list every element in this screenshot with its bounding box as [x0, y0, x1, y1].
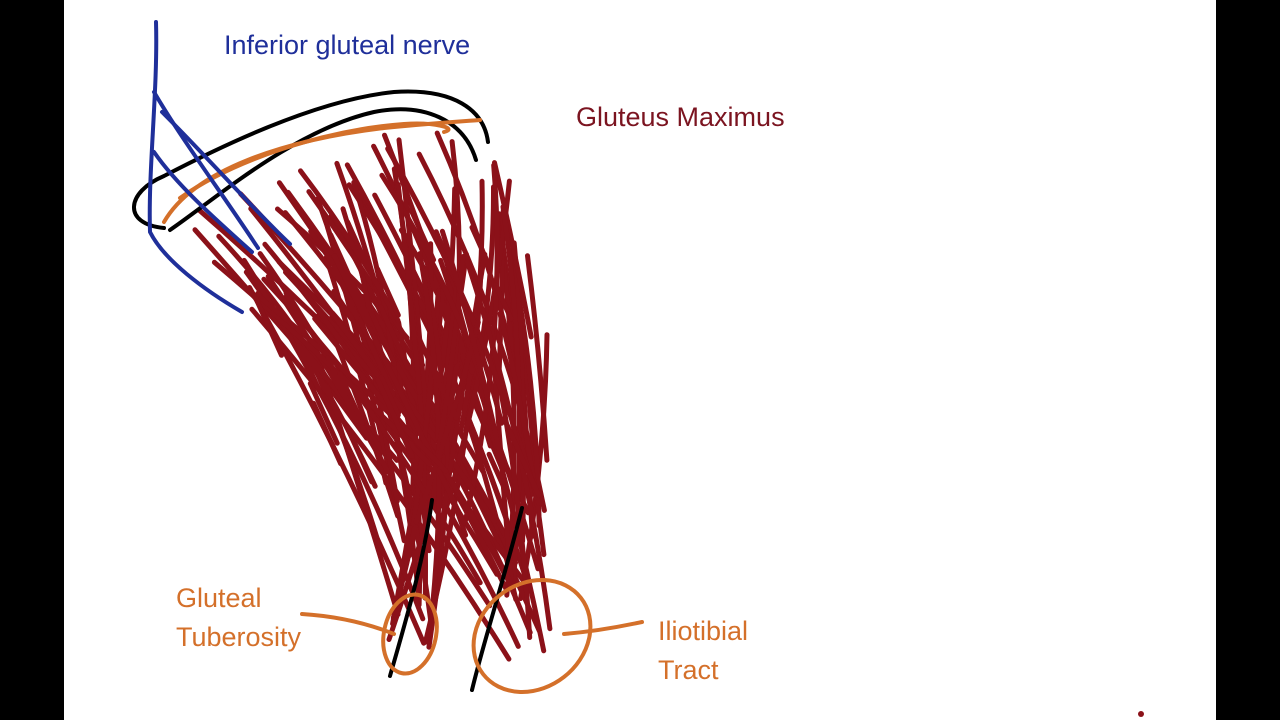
muscle-fiber	[469, 224, 493, 270]
muscle-fiber	[375, 377, 415, 459]
muscle-fiber	[378, 374, 401, 418]
iliotibial-tract-circle	[471, 577, 593, 695]
label-gluteal-tuberosity-line2: Tuberosity	[176, 622, 302, 652]
muscle-fiber	[307, 381, 340, 446]
muscle-fiber	[385, 146, 542, 506]
muscle-fiber	[248, 206, 422, 436]
label-iliotibial-tract-line1: Iliotibial	[658, 616, 749, 646]
muscle-fiber	[417, 337, 446, 395]
femur-line-right	[470, 506, 524, 692]
muscle-fiber	[328, 232, 374, 327]
iliac-crest-outline-inner	[168, 107, 478, 232]
nerve-branch-1	[152, 90, 260, 250]
muscle-fiber	[296, 343, 323, 396]
muscle-fiber	[413, 319, 481, 525]
muscle-fiber	[337, 371, 365, 426]
iliotibial-tract-pointer	[562, 620, 644, 636]
pen-dot	[1138, 711, 1144, 717]
iliac-crest-outline	[132, 89, 490, 230]
muscle-fiber	[282, 295, 483, 586]
muscle-fiber	[408, 206, 437, 263]
muscle-fiber	[325, 355, 359, 424]
anatomy-drawing	[132, 20, 1144, 717]
inferior-gluteal-nerve	[147, 20, 244, 314]
whiteboard-canvas: Inferior gluteal nerve Gluteus Maximus G…	[64, 0, 1216, 720]
muscle-fiber	[422, 265, 451, 476]
muscle-fiber	[525, 253, 550, 463]
muscle-fiber	[497, 311, 547, 558]
muscle-fiber	[331, 264, 360, 321]
muscle-fiber	[501, 416, 542, 498]
femur-line-left	[388, 498, 434, 678]
muscle-fiber	[344, 424, 375, 485]
muscle-fiber	[258, 295, 449, 474]
muscle-fiber	[417, 251, 442, 612]
label-gluteus-maximus: Gluteus Maximus	[576, 102, 785, 132]
label-gluteal-tuberosity-line1: Gluteal	[176, 583, 262, 613]
muscle-fiber	[355, 313, 396, 398]
gluteus-maximus-muscle-fibers	[192, 130, 553, 662]
muscle-fiber	[493, 282, 514, 322]
muscle-fiber	[486, 451, 508, 493]
muscle-fiber	[375, 266, 401, 318]
label-iliotibial-tract-line2: Tract	[658, 655, 719, 685]
muscle-fiber	[433, 254, 466, 469]
muscle-fiber	[331, 253, 467, 526]
muscle-fiber	[511, 240, 526, 544]
muscle-fiber	[492, 160, 534, 340]
muscle-fiber	[395, 181, 423, 395]
muscle-fiber	[378, 304, 411, 371]
muscle-fiber	[439, 228, 504, 463]
muscle-fiber	[265, 274, 391, 475]
gluteal-tuberosity-pointer	[300, 612, 396, 636]
label-inferior-gluteal-nerve: Inferior gluteal nerve	[224, 30, 471, 60]
muscle-fiber	[283, 290, 308, 337]
muscle-fiber	[311, 400, 344, 467]
muscle-origin-line-upper	[178, 121, 451, 200]
muscle-fiber	[253, 296, 284, 358]
nerve-branch-3	[160, 110, 292, 246]
muscle-fiber	[345, 219, 372, 272]
nerve-branch-2	[152, 150, 254, 254]
muscle-fiber	[368, 309, 397, 367]
muscle-fiber	[298, 168, 401, 324]
